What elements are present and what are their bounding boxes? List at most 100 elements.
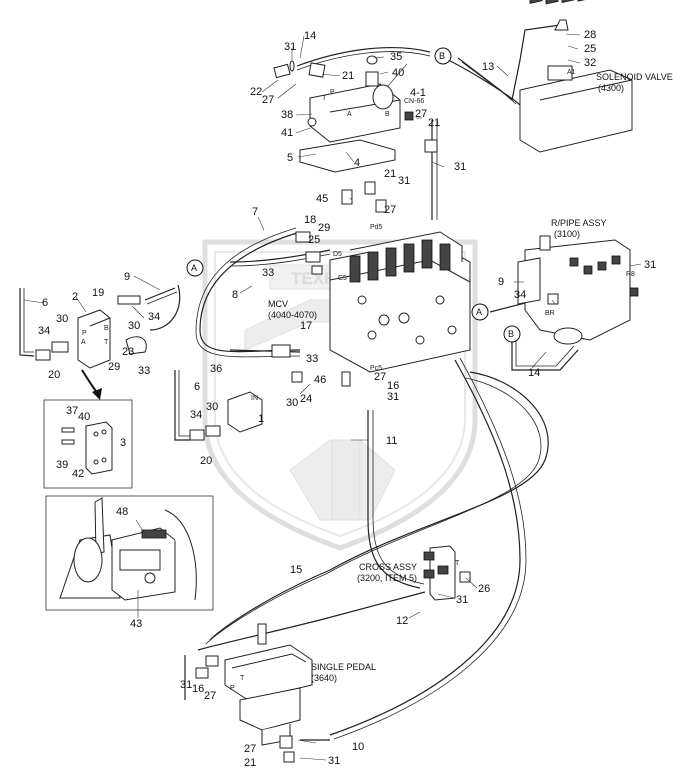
callout-14a: 14 [304, 30, 316, 42]
callout-35: 35 [390, 51, 402, 63]
callout-6b: 6 [194, 381, 200, 393]
cab-detail-box [45, 495, 214, 611]
callout-34b: 34 [38, 325, 50, 337]
callout-27c: 27 [384, 204, 396, 216]
svg-text:A: A [476, 307, 482, 317]
callout-17: 17 [300, 320, 312, 332]
callout-40b: 40 [78, 411, 90, 423]
callout-34a: 34 [148, 311, 160, 323]
port-b-top: B [385, 111, 390, 118]
callout-9b: 9 [498, 276, 504, 288]
down-arrow-icon [81, 369, 102, 400]
callout-31e: 31 [387, 391, 399, 403]
callout-20b: 20 [200, 455, 212, 467]
port-br: BR [545, 310, 555, 317]
callout-40a: 40 [392, 67, 404, 79]
valve-2: P A B T [35, 295, 147, 369]
port-t-pedal: T [240, 675, 245, 682]
port-c5: C5 [338, 275, 347, 282]
port-t-left: T [104, 339, 109, 346]
callout-30c: 30 [206, 401, 218, 413]
callout-28: 28 [584, 29, 596, 41]
callout-33c: 33 [306, 353, 318, 365]
callout-42: 42 [72, 468, 84, 480]
caption-mcv: MCV [268, 299, 288, 309]
port-a1: A1 [567, 69, 576, 76]
callout-27e: 27 [204, 690, 216, 702]
callout-27a: 27 [262, 94, 274, 106]
caption-cn66: CN-66 [404, 98, 424, 105]
single-pedal: P T [195, 623, 313, 763]
callout-numbers: 31 14 22 27 21 35 40 38 41 5 4 4-1 13 28… [38, 29, 656, 769]
callout-8: 8 [232, 289, 238, 301]
callout-6a: 6 [42, 297, 48, 309]
callout-27b: 27 [415, 108, 427, 120]
callout-18: 18 [304, 214, 316, 226]
solenoid-valve: A1 [519, 0, 633, 153]
callout-19: 19 [92, 287, 104, 299]
callout-46: 46 [314, 374, 326, 386]
callout-21a: 21 [342, 70, 354, 82]
callout-13: 13 [482, 61, 494, 73]
callout-21b: 21 [428, 117, 440, 129]
port-in: IN [251, 395, 258, 402]
connector-b-right: B [503, 325, 521, 343]
callout-31g: 31 [180, 679, 192, 691]
caption-solenoid-valve: SOLENOID VALVE [596, 72, 673, 82]
caption-rpipe-ref: (3100) [554, 229, 580, 239]
callout-48: 48 [116, 506, 128, 518]
callout-30b: 30 [128, 320, 140, 332]
detail-box-3 [43, 399, 133, 489]
callout-31d: 31 [644, 259, 656, 271]
callout-45: 45 [316, 193, 328, 205]
callout-37: 37 [66, 405, 78, 417]
captions: SOLENOID VALVE (4300) MCV (4040-4070) R/… [268, 72, 673, 683]
callout-14b: 14 [528, 367, 540, 379]
caption-cross-ref: (3200, ITEM 5) [357, 573, 417, 583]
callout-29a: 29 [318, 222, 330, 234]
port-a-left: A [81, 339, 86, 346]
callout-23: 23 [122, 346, 134, 358]
callout-21d: 21 [244, 757, 256, 769]
callout-5: 5 [287, 152, 293, 164]
callout-2: 2 [72, 291, 78, 303]
svg-text:B: B [439, 51, 445, 61]
caption-rpipe: R/PIPE ASSY [551, 218, 607, 228]
callout-1: 1 [258, 413, 264, 425]
callout-21c: 21 [384, 168, 396, 180]
port-p-left: P [82, 330, 87, 337]
callout-31c: 31 [398, 175, 410, 187]
port-p-pedal: P [230, 685, 235, 692]
callout-41: 41 [281, 127, 293, 139]
svg-text:A: A [191, 263, 197, 273]
callout-33a: 33 [262, 267, 274, 279]
callout-4: 4 [354, 157, 360, 169]
return-pipe-assy: R8 BR [517, 235, 639, 345]
callout-32: 32 [584, 57, 596, 69]
callout-38: 38 [281, 109, 293, 121]
callout-25: 25 [584, 43, 596, 55]
port-p-top: P [330, 89, 335, 96]
port-pd5: Pd5 [370, 224, 383, 231]
port-t-cross: T [455, 560, 460, 567]
caption-single-pedal-ref: (3640) [311, 673, 337, 683]
callout-26: 26 [478, 583, 490, 595]
caption-single-pedal: SINGLE PEDAL [311, 662, 376, 672]
callout-30d: 30 [286, 397, 298, 409]
callout-16b: 16 [192, 683, 204, 695]
port-r8: R8 [626, 271, 635, 278]
callout-12: 12 [396, 615, 408, 627]
callout-25b: 25 [308, 234, 320, 246]
cross-assy: T [423, 545, 471, 601]
port-d5: D5 [333, 251, 342, 258]
mcv-fittings [271, 181, 387, 387]
callout-31a: 31 [284, 41, 296, 53]
callout-15: 15 [290, 564, 302, 576]
port-pc5: Pc5 [370, 365, 382, 372]
callout-36: 36 [210, 363, 222, 375]
callout-4-1: 4-1 [410, 87, 426, 99]
callout-3: 3 [120, 437, 126, 449]
callout-24: 24 [300, 393, 312, 405]
